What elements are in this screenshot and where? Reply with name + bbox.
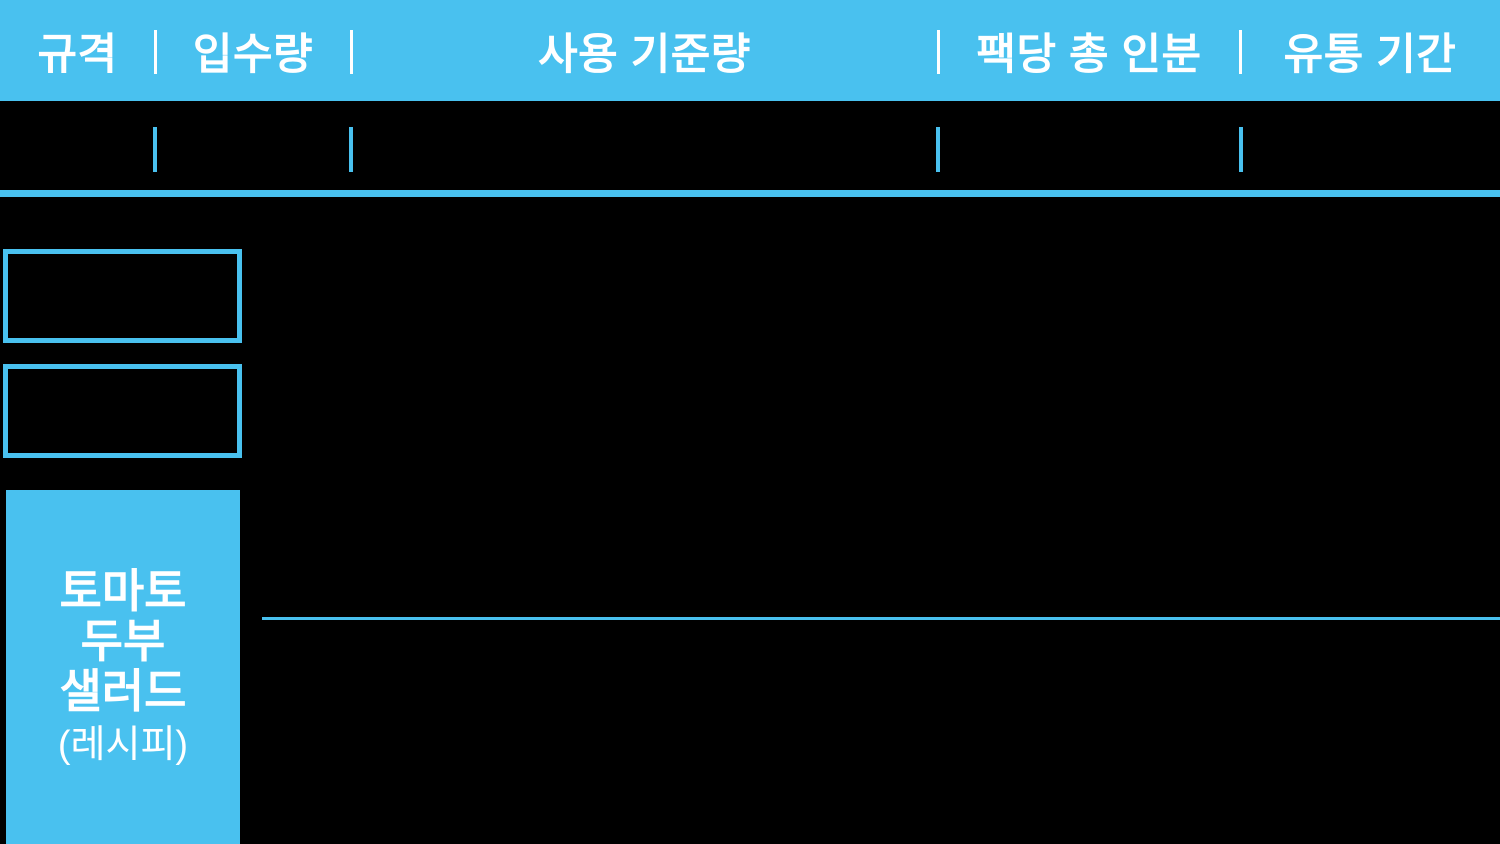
table-header-bar: 규격 입수량 사용 기준량 팩당 총 인분 유통 기간 (0, 0, 1500, 101)
header-cell-spec: 규격 (0, 0, 155, 101)
row-divider-line (262, 617, 1500, 620)
empty-field-box-2 (3, 364, 242, 458)
header-label-servings-per-pack: 팩당 총 인분 (976, 30, 1202, 79)
header-column-divider (1239, 30, 1242, 74)
header-label-spec: 규격 (37, 30, 118, 79)
header-column-divider (154, 30, 157, 74)
header-label-pack-count: 입수량 (192, 30, 314, 79)
subrow-column-tick (153, 127, 157, 172)
recipe-title-line-2: 두부 (80, 615, 166, 667)
subrow-column-tick (936, 127, 940, 172)
recipe-title-line-3: 샐러드 (59, 665, 187, 717)
header-label-usage-standard: 사용 기준량 (538, 30, 751, 79)
subrow-column-tick (349, 127, 353, 172)
header-column-divider (350, 30, 353, 74)
recipe-subtitle: (레시피) (57, 724, 189, 766)
recipe-title-line-1: 토마토 (59, 565, 187, 617)
header-bottom-rule (0, 190, 1500, 197)
header-cell-shelf-life: 유통 기간 (1240, 0, 1500, 101)
subrow-column-tick (1239, 127, 1243, 172)
empty-field-box-1 (3, 249, 242, 343)
header-cell-servings-per-pack: 팩당 총 인분 (938, 0, 1240, 101)
header-column-divider (937, 30, 940, 74)
header-label-shelf-life: 유통 기간 (1283, 30, 1457, 79)
header-cell-pack-count: 입수량 (155, 0, 351, 101)
recipe-card: 토마토 두부 샐러드 (레시피) (6, 490, 240, 844)
header-cell-usage-standard: 사용 기준량 (351, 0, 938, 101)
